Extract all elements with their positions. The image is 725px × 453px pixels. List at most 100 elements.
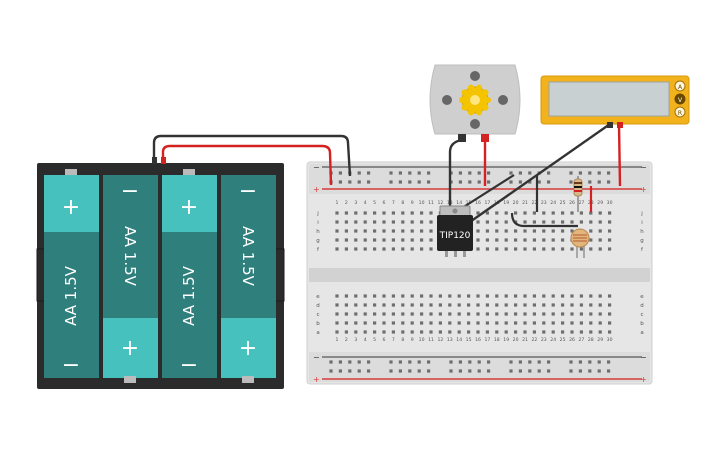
hole-d30[interactable] [608, 303, 612, 307]
hole-g21[interactable] [523, 238, 527, 242]
rail-hole-3[interactable] [597, 369, 601, 373]
hole-c7[interactable] [391, 312, 395, 316]
hole-j25[interactable] [561, 211, 565, 215]
hole-b27[interactable] [579, 321, 583, 325]
hole-e28[interactable] [589, 294, 593, 298]
rail-hole-3[interactable] [607, 369, 611, 373]
hole-b4[interactable] [363, 321, 367, 325]
hole-d10[interactable] [420, 303, 424, 307]
hole-c14[interactable] [457, 312, 461, 316]
rail-hole-2[interactable] [398, 360, 402, 364]
rail-hole-3[interactable] [398, 369, 402, 373]
hole-a19[interactable] [504, 330, 508, 334]
hole-c25[interactable] [561, 312, 565, 316]
hole-i10[interactable] [420, 220, 424, 224]
hole-d1[interactable] [335, 303, 339, 307]
hole-i1[interactable] [335, 220, 339, 224]
hole-e24[interactable] [551, 294, 555, 298]
hole-b2[interactable] [344, 321, 348, 325]
hole-b14[interactable] [457, 321, 461, 325]
rail-hole-2[interactable] [607, 360, 611, 364]
wire-base-jumper[interactable] [461, 174, 515, 209]
hole-i23[interactable] [542, 220, 546, 224]
hole-g2[interactable] [344, 238, 348, 242]
rail-hole-0[interactable] [588, 171, 592, 175]
hole-a5[interactable] [373, 330, 377, 334]
hole-c10[interactable] [420, 312, 424, 316]
hole-e9[interactable] [410, 294, 414, 298]
hole-i4[interactable] [363, 220, 367, 224]
hole-f4[interactable] [363, 247, 367, 251]
hole-h30[interactable] [608, 229, 612, 233]
hole-a26[interactable] [570, 330, 574, 334]
hole-c15[interactable] [467, 312, 471, 316]
hole-c6[interactable] [382, 312, 386, 316]
hole-c28[interactable] [589, 312, 593, 316]
hole-a30[interactable] [608, 330, 612, 334]
rail-hole-3[interactable] [449, 369, 453, 373]
hole-g10[interactable] [420, 238, 424, 242]
hole-e11[interactable] [429, 294, 433, 298]
wire-battery-positive[interactable] [161, 144, 333, 186]
hole-b24[interactable] [551, 321, 555, 325]
rail-hole-2[interactable] [597, 360, 601, 364]
hole-i11[interactable] [429, 220, 433, 224]
hole-b22[interactable] [532, 321, 536, 325]
rail-hole-1[interactable] [398, 180, 402, 184]
hole-e17[interactable] [485, 294, 489, 298]
hole-a11[interactable] [429, 330, 433, 334]
hole-c30[interactable] [608, 312, 612, 316]
hole-j3[interactable] [354, 211, 358, 215]
hole-a27[interactable] [579, 330, 583, 334]
rail-hole-0[interactable] [607, 171, 611, 175]
hole-h22[interactable] [532, 229, 536, 233]
hole-h28[interactable] [589, 229, 593, 233]
hole-e20[interactable] [514, 294, 518, 298]
rail-hole-0[interactable] [408, 171, 412, 175]
rail-hole-1[interactable] [477, 180, 481, 184]
hole-b3[interactable] [354, 321, 358, 325]
hole-h29[interactable] [598, 229, 602, 233]
hole-c12[interactable] [438, 312, 442, 316]
hole-a28[interactable] [589, 330, 593, 334]
hole-h2[interactable] [344, 229, 348, 233]
hole-f17[interactable] [485, 247, 489, 251]
multimeter[interactable]: A V R [540, 75, 690, 128]
hole-j27[interactable] [579, 211, 583, 215]
hole-c16[interactable] [476, 312, 480, 316]
hole-b7[interactable] [391, 321, 395, 325]
hole-i3[interactable] [354, 220, 358, 224]
rail-hole-3[interactable] [329, 369, 333, 373]
hole-c27[interactable] [579, 312, 583, 316]
hole-e3[interactable] [354, 294, 358, 298]
hole-a1[interactable] [335, 330, 339, 334]
rail-hole-1[interactable] [357, 180, 361, 184]
hole-j7[interactable] [391, 211, 395, 215]
hole-e27[interactable] [579, 294, 583, 298]
battery-pack[interactable]: + − AA 1.5V − + AA 1.5V + − AA 1.5V [36, 157, 285, 389]
hole-g22[interactable] [532, 238, 536, 242]
hole-j8[interactable] [401, 211, 405, 215]
hole-b28[interactable] [589, 321, 593, 325]
hole-b19[interactable] [504, 321, 508, 325]
rail-hole-0[interactable] [477, 171, 481, 175]
hole-f9[interactable] [410, 247, 414, 251]
rail-hole-1[interactable] [389, 180, 393, 184]
hole-b23[interactable] [542, 321, 546, 325]
rail-hole-0[interactable] [518, 171, 522, 175]
hole-j1[interactable] [335, 211, 339, 215]
hole-i8[interactable] [401, 220, 405, 224]
hole-b26[interactable] [570, 321, 574, 325]
rail-hole-3[interactable] [537, 369, 541, 373]
rail-hole-2[interactable] [528, 360, 532, 364]
hole-g20[interactable] [514, 238, 518, 242]
rail-hole-0[interactable] [569, 171, 573, 175]
hole-b13[interactable] [448, 321, 452, 325]
hole-h19[interactable] [504, 229, 508, 233]
hole-a9[interactable] [410, 330, 414, 334]
hole-i27[interactable] [579, 220, 583, 224]
hole-d20[interactable] [514, 303, 518, 307]
hole-a8[interactable] [401, 330, 405, 334]
rail-hole-3[interactable] [509, 369, 513, 373]
hole-g7[interactable] [391, 238, 395, 242]
